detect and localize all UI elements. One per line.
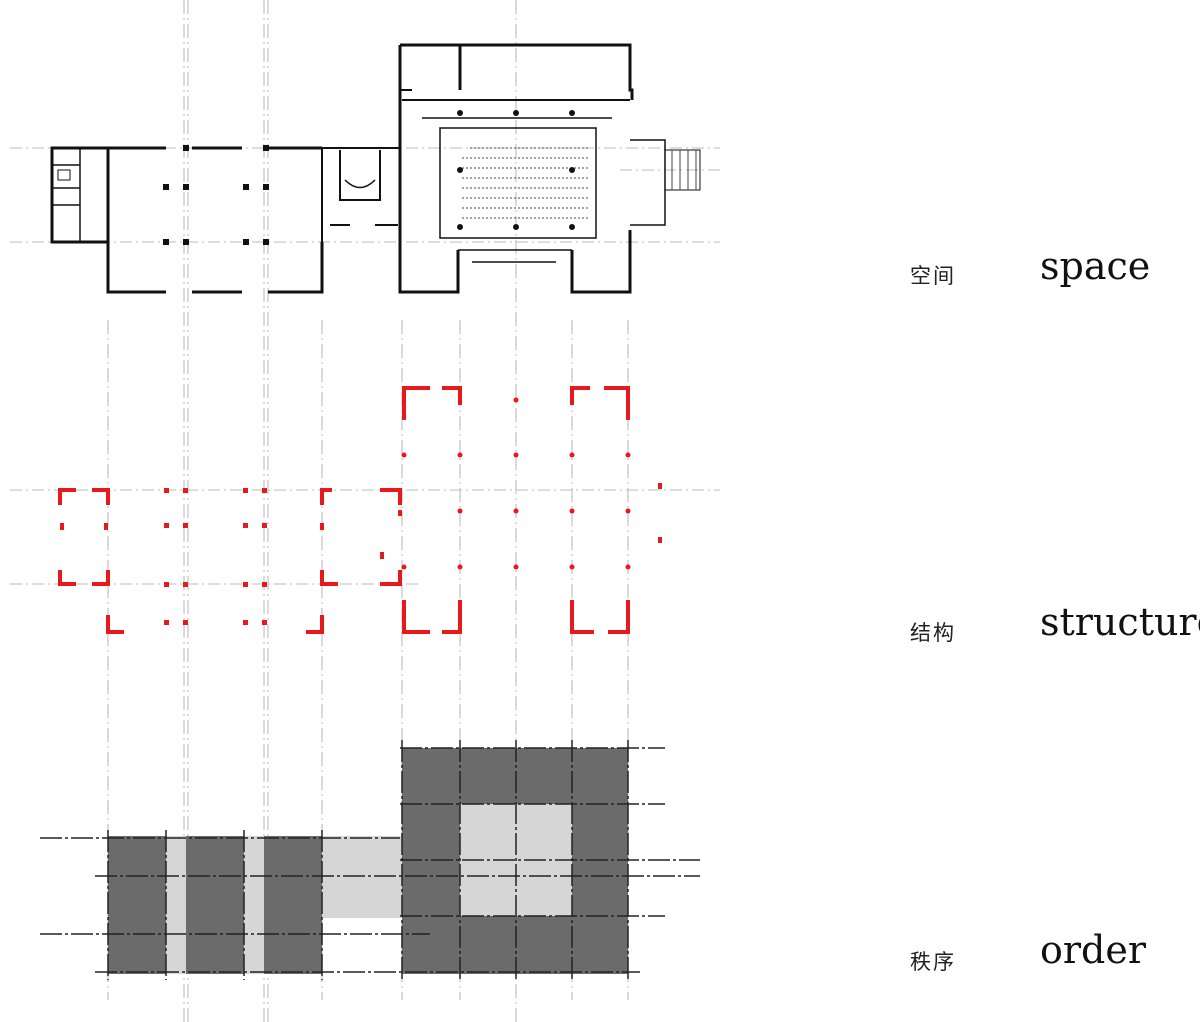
label-space-en: space — [1040, 244, 1151, 288]
space-floor-plan — [10, 43, 720, 294]
label-structure-cn: 结构 — [910, 621, 956, 645]
label-space-cn: 空间 — [910, 264, 956, 288]
label-order-en: order — [1040, 928, 1147, 972]
label-order-cn: 秩序 — [910, 950, 956, 974]
structure-diagram — [10, 386, 720, 634]
order-diagram — [40, 740, 700, 980]
label-structure-en: structure — [1040, 600, 1200, 644]
